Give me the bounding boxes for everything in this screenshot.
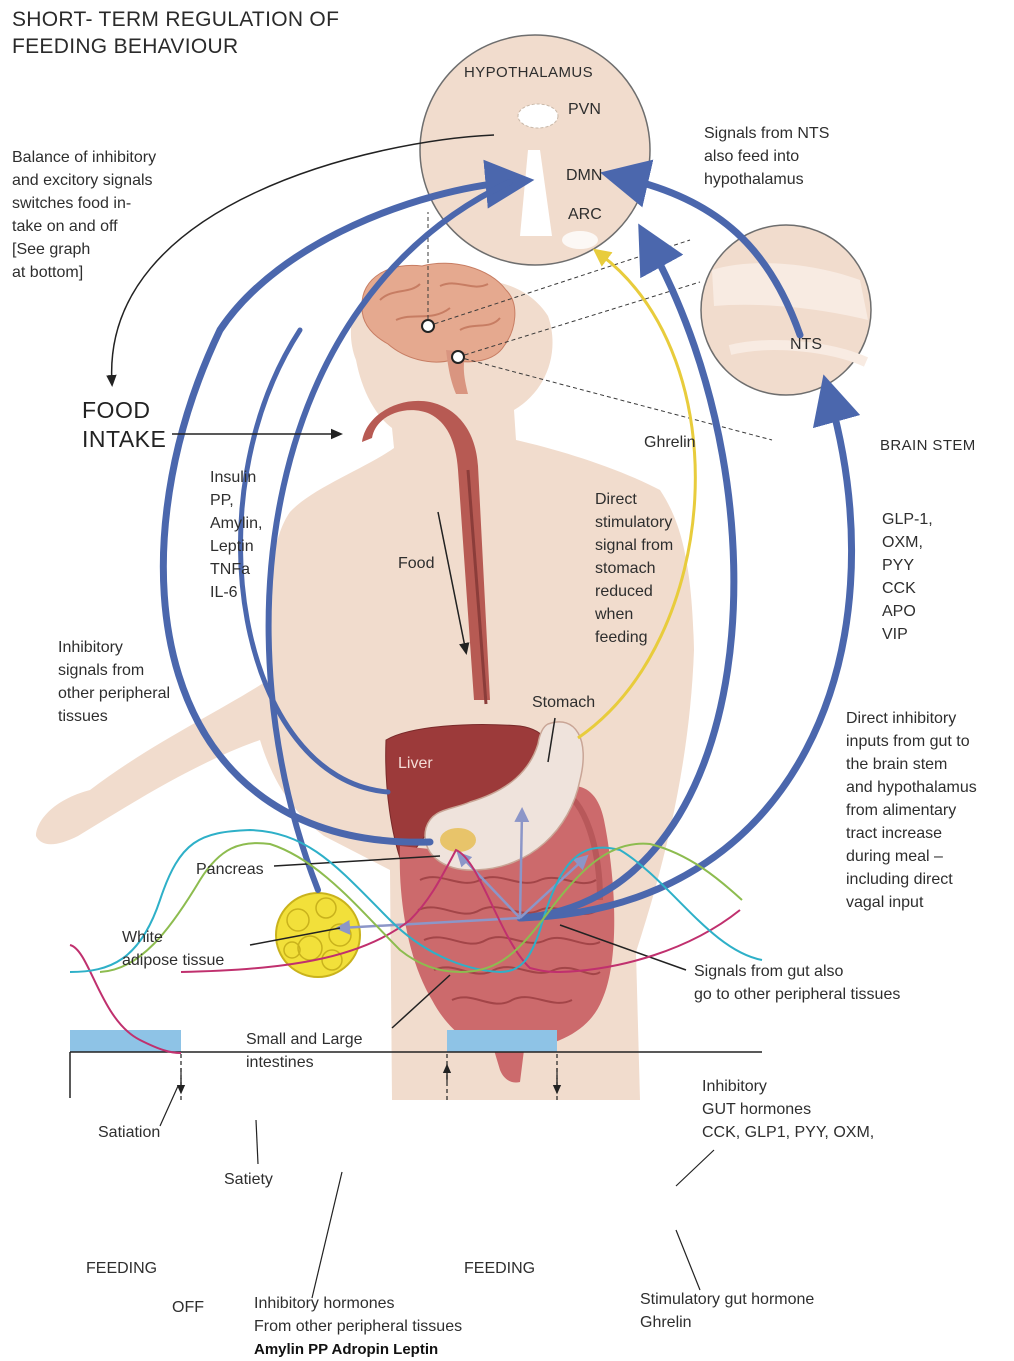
liver-label: Liver [398, 752, 433, 775]
note-line: Signals from NTS [704, 122, 829, 145]
balance-note: Balance of inhibitory and excitory signa… [12, 146, 156, 284]
note-line: Inhibitory [58, 636, 170, 659]
note-line: signal from [595, 534, 673, 557]
direct-stimulatory-note: Direct stimulatory signal from stomach r… [595, 488, 673, 649]
pvn-label: PVN [568, 98, 601, 121]
intestines-label: Small and Large intestines [246, 1028, 363, 1074]
brain-stem-label: BRAIN STEM [880, 434, 976, 457]
note-line: Stimulatory gut hormone [640, 1288, 814, 1311]
note-line: From other peripheral tissues [254, 1315, 462, 1338]
nts-label: NTS [790, 333, 822, 356]
signal-item: TNFa [210, 558, 262, 581]
note-line: including direct [846, 868, 977, 891]
label-line: White [122, 926, 224, 949]
inhibitory-peripheral-note: Inhibitory signals from other peripheral… [58, 636, 170, 728]
stomach-label: Stomach [532, 691, 595, 714]
inhibitory-gut-note: Inhibitory GUT hormones CCK, GLP1, PYY, … [702, 1075, 874, 1144]
signal-item: Leptin [210, 535, 262, 558]
note-line: and hypothalamus [846, 776, 977, 799]
feeding-label-1: FEEDING [86, 1257, 157, 1280]
note-line: reduced [595, 580, 673, 603]
gut-hormones-list: GLP-1, OXM, PYY CCK APO VIP [882, 508, 933, 646]
note-line: [See graph [12, 238, 156, 261]
note-line: at bottom] [12, 261, 156, 284]
note-line: feeding [595, 626, 673, 649]
off-label: OFF [172, 1296, 204, 1319]
note-line: signals from [58, 659, 170, 682]
note-line: Inhibitory [702, 1075, 874, 1098]
stimulatory-note: Stimulatory gut hormone Ghrelin [640, 1288, 814, 1334]
note-line: Direct inhibitory [846, 707, 977, 730]
note-line: the brain stem [846, 753, 977, 776]
note-line: vagal input [846, 891, 977, 914]
direct-inhibitory-note: Direct inhibitory inputs from gut to the… [846, 707, 977, 914]
note-line: Ghrelin [640, 1311, 814, 1334]
note-line: tissues [58, 705, 170, 728]
hypothalamus-label: HYPOTHALAMUS [464, 61, 593, 84]
signal-item: Insulin [210, 466, 262, 489]
signal-item: Amylin, [210, 512, 262, 535]
hormone-item: APO [882, 600, 933, 623]
gut-signals-note: Signals from gut also go to other periph… [694, 960, 900, 1006]
feeding-period-2 [447, 1030, 557, 1052]
note-line: from alimentary [846, 799, 977, 822]
note-line: stimulatory [595, 511, 673, 534]
note-line: GUT hormones [702, 1098, 874, 1121]
note-line: inputs from gut to [846, 730, 977, 753]
satiation-label: Satiation [98, 1121, 160, 1144]
satiety-label: Satiety [224, 1168, 273, 1191]
hormone-item: OXM, [882, 531, 933, 554]
note-line: Inhibitory hormones [254, 1292, 462, 1315]
hormone-item: VIP [882, 623, 933, 646]
note-line: Balance of inhibitory [12, 146, 156, 169]
pancreas-shape [440, 828, 476, 852]
title-line: FEEDING BEHAVIOUR [12, 33, 339, 60]
note-line: stomach [595, 557, 673, 580]
inhibitory-hormones-note: Inhibitory hormones From other periphera… [254, 1292, 462, 1361]
note-line: other peripheral [58, 682, 170, 705]
note-line: tract increase [846, 822, 977, 845]
brainstem-inset [701, 225, 871, 395]
feeding-label-2: FEEDING [464, 1257, 535, 1280]
feeding-period-1 [70, 1030, 181, 1052]
arc-label: ARC [568, 203, 602, 226]
hormone-item: CCK [882, 577, 933, 600]
note-line: during meal – [846, 845, 977, 868]
pancreas-label: Pancreas [196, 858, 264, 881]
label-line: adipose tissue [122, 949, 224, 972]
note-line: when [595, 603, 673, 626]
adipose-signals-list: Insulin PP, Amylin, Leptin TNFa IL-6 [210, 466, 262, 604]
note-line: go to other peripheral tissues [694, 983, 900, 1006]
note-line: Signals from gut also [694, 960, 900, 983]
food-intake-line: INTAKE [82, 425, 166, 454]
title-line: SHORT- TERM REGULATION OF [12, 6, 339, 33]
label-line: Small and Large [246, 1028, 363, 1051]
signal-item: IL-6 [210, 581, 262, 604]
note-line: take on and off [12, 215, 156, 238]
hormone-item: GLP-1, [882, 508, 933, 531]
label-line: intestines [246, 1051, 363, 1074]
signal-item: PP, [210, 489, 262, 512]
food-label: Food [398, 552, 434, 575]
ghrelin-label: Ghrelin [644, 431, 696, 454]
note-line: CCK, GLP1, PYY, OXM, [702, 1121, 874, 1144]
dmn-label: DMN [566, 164, 602, 187]
hormone-list: Amylin PP Adropin Leptin [254, 1338, 462, 1361]
note-line: and excitory signals [12, 169, 156, 192]
note-line: hypothalamus [704, 168, 829, 191]
note-line: switches food in- [12, 192, 156, 215]
nts-signals-note: Signals from NTS also feed into hypothal… [704, 122, 829, 191]
food-intake-label: FOOD INTAKE [82, 396, 166, 454]
hormone-item: PYY [882, 554, 933, 577]
note-line: Direct [595, 488, 673, 511]
note-line: also feed into [704, 145, 829, 168]
food-intake-line: FOOD [82, 396, 166, 425]
diagram-title: SHORT- TERM REGULATION OF FEEDING BEHAVI… [12, 6, 339, 60]
white-adipose-label: White adipose tissue [122, 926, 224, 972]
